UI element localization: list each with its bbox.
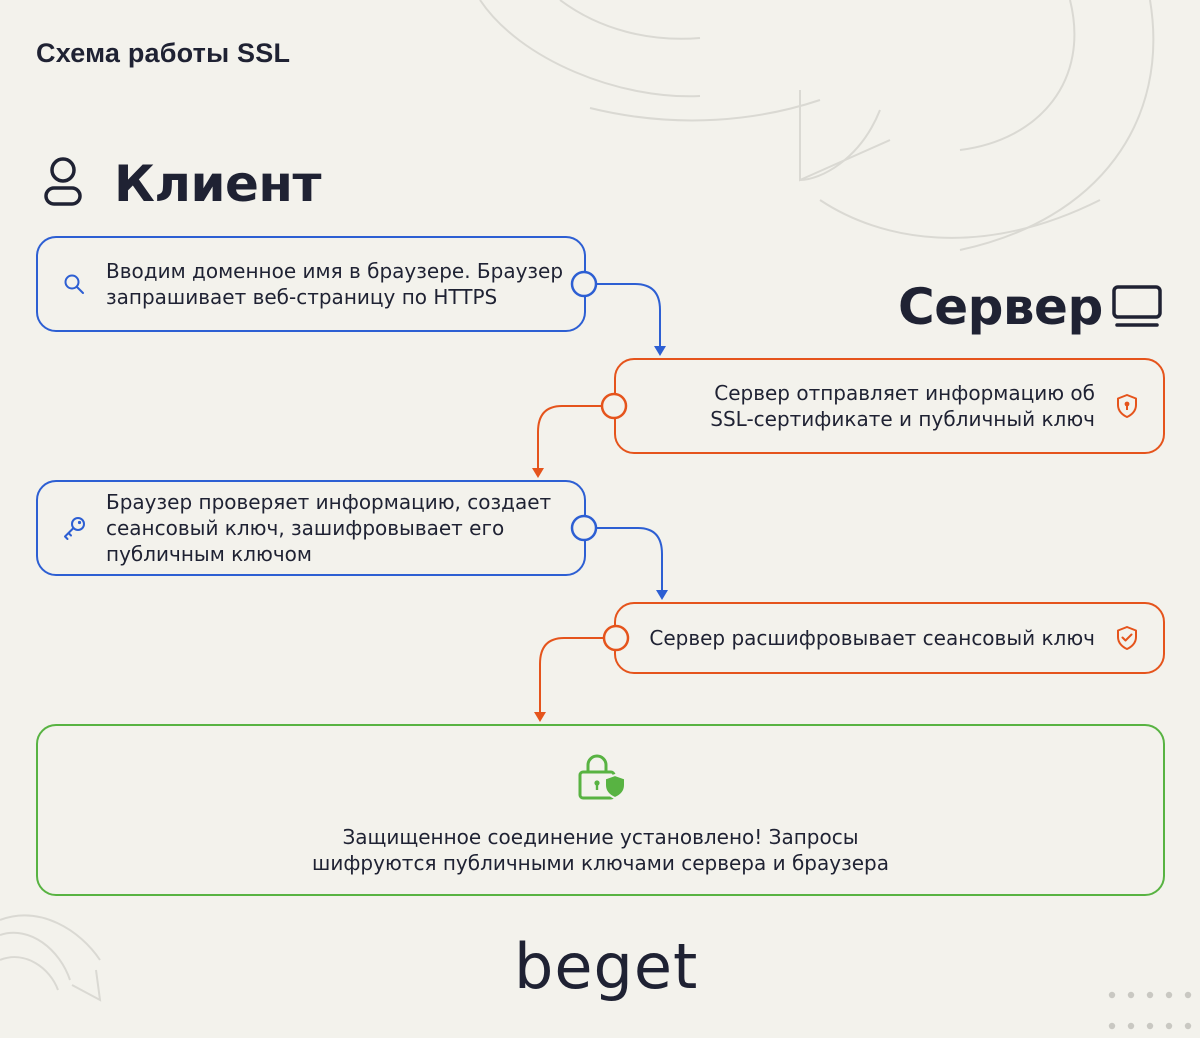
- key-icon: [64, 517, 85, 540]
- arrowhead-2: [532, 468, 544, 478]
- step-4-box: Сервер расшифровывает сеансовый ключ: [614, 602, 1165, 674]
- connector-2: [537, 405, 614, 468]
- lock-shield-icon: [578, 754, 626, 800]
- step-1-box: Вводим доменное имя в браузере. Браузер …: [36, 236, 586, 332]
- arrowhead-1: [654, 346, 666, 356]
- step-1-text: Вводим доменное имя в браузере. Браузер …: [106, 259, 564, 309]
- secure-connection-text: Защищенное соединение установлено! Запро…: [312, 825, 889, 875]
- step-3-box: Браузер проверяет информацию, создает се…: [36, 480, 586, 576]
- beget-logo: beget: [514, 930, 699, 1003]
- client-heading: Клиент: [114, 155, 321, 213]
- step-2-box: Сервер отправляет информацию об SSL-серт…: [614, 358, 1165, 454]
- step-4-text: Сервер расшифровывает сеансовый ключ: [649, 626, 1095, 650]
- page-title: Схема работы SSL: [36, 38, 291, 68]
- connector-1: [584, 283, 661, 346]
- arrowhead-4: [534, 712, 546, 722]
- server-heading: Сервер: [898, 278, 1103, 336]
- step-2-text: Сервер отправляет информацию об SSL-серт…: [710, 381, 1095, 431]
- shield-check-icon: [1117, 626, 1137, 650]
- connector-4: [539, 637, 616, 712]
- search-icon: [64, 274, 84, 294]
- secure-connection-box: Защищенное соединение установлено! Запро…: [36, 724, 1165, 896]
- arrowhead-3: [656, 590, 668, 600]
- connector-3: [584, 527, 663, 590]
- shield-keyhole-icon: [1117, 394, 1137, 418]
- step-3-text: Браузер проверяет информацию, создает се…: [106, 490, 552, 566]
- user-icon: [44, 157, 82, 206]
- monitor-icon: [1112, 285, 1162, 327]
